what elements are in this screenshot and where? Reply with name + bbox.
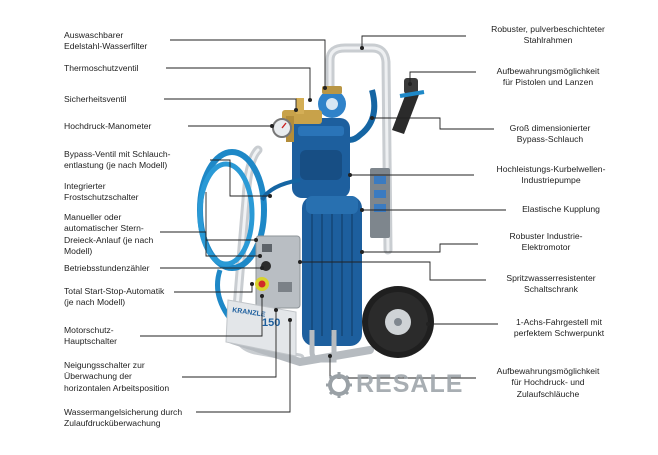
label-line: perfektem Schwerpunkt bbox=[513, 328, 605, 339]
label-line: Integrierter bbox=[64, 181, 106, 191]
leader-filter bbox=[170, 39, 326, 88]
watermark: RESALE bbox=[326, 370, 463, 399]
watermark-text: RESALE bbox=[356, 370, 464, 398]
label-storage1: Aufbewahrungsmöglichkeit für Pistolen un… bbox=[478, 66, 618, 89]
leader-safety bbox=[164, 98, 297, 110]
leader-storage1 bbox=[409, 71, 476, 84]
label-line: Aufbewahrungsmöglichkeit bbox=[496, 366, 600, 376]
label-line: Hauptschalter bbox=[64, 336, 118, 347]
label-line: für Hochdruck- und bbox=[511, 377, 585, 388]
label-line: Wassermangelsicherung durch bbox=[64, 407, 183, 417]
label-line: Aufbewahrungsmöglichkeit bbox=[496, 66, 600, 76]
label-mainswitch: Motorschutz- Hauptschalter bbox=[64, 325, 117, 348]
label-line: Sicherheitsventil bbox=[64, 94, 127, 104]
label-motor: Robuster Industrie- Elektromotor bbox=[480, 231, 612, 254]
leader-waterlack bbox=[196, 320, 291, 413]
label-line: Total Start-Stop-Automatik bbox=[64, 286, 165, 296]
label-hours: Betriebsstundenzähler bbox=[64, 263, 150, 274]
label-thermo: Thermoschutzventil bbox=[64, 63, 139, 74]
leader-thermo bbox=[166, 67, 311, 100]
leader-dots bbox=[250, 46, 430, 358]
label-line: Auswaschbarer bbox=[64, 30, 124, 40]
leader-cabinet bbox=[300, 261, 486, 281]
label-autostop: Total Start-Stop-Automatik (je nach Mode… bbox=[64, 286, 164, 309]
label-bypasshose: Groß dimensionierter Bypass-Schlauch bbox=[494, 123, 606, 146]
label-line: Zulaufschläuche bbox=[516, 388, 580, 399]
leader-motor bbox=[362, 243, 478, 253]
label-line: Motorschutz- bbox=[64, 325, 114, 335]
side-panel bbox=[370, 168, 390, 238]
label-pump: Hochleistungs-Kurbelwellen- Industriepum… bbox=[476, 164, 626, 187]
label-tilt: Neigungsschalter zur Überwachung der hor… bbox=[64, 360, 169, 394]
label-coupling: Elastische Kupplung bbox=[508, 204, 614, 215]
label-line: 1-Achs-Fahrgestell mit bbox=[516, 317, 602, 327]
leader-mainswitch bbox=[140, 296, 263, 337]
label-line: Schaltschrank bbox=[524, 284, 578, 295]
gear-icon bbox=[326, 371, 352, 398]
spray-gun bbox=[392, 88, 420, 134]
label-frame: Robuster, pulverbeschichteter Stahlrahme… bbox=[468, 24, 628, 47]
label-line: Manueller oder bbox=[64, 212, 122, 222]
label-line: Neigungsschalter zur bbox=[64, 360, 145, 370]
label-safety: Sicherheitsventil bbox=[64, 94, 127, 105]
brand-mark: KRANZLE bbox=[232, 307, 266, 319]
label-chassis: 1-Achs-Fahrgestell mit perfektem Schwerp… bbox=[498, 317, 620, 340]
label-line: Elektromotor bbox=[521, 242, 571, 253]
leader-storage2 bbox=[329, 356, 476, 379]
label-line: Hochleistungs-Kurbelwellen- bbox=[496, 164, 606, 174]
label-line: automatischer Stern- bbox=[64, 223, 144, 234]
label-line: Elastische Kupplung bbox=[522, 204, 600, 214]
leader-star bbox=[160, 231, 260, 257]
label-frost: Integrierter Frostschutzschalter bbox=[64, 181, 139, 204]
label-star: Manueller oder automatischer Stern- Drei… bbox=[64, 212, 153, 258]
label-line: entlastung (je nach Modell) bbox=[64, 160, 168, 171]
label-line: Stahlrahmen bbox=[523, 35, 573, 46]
label-line: Modell) bbox=[64, 246, 93, 257]
label-filter: Auswaschbarer Edelstahl-Wasserfilter bbox=[64, 30, 147, 53]
label-line: für Pistolen und Lanzen bbox=[502, 77, 594, 88]
label-line: Edelstahl-Wasserfilter bbox=[64, 41, 148, 52]
label-line: Groß dimensionierter bbox=[509, 123, 591, 133]
label-line: Bypass-Schlauch bbox=[516, 134, 584, 145]
front-shroud bbox=[225, 299, 297, 357]
label-line: Zulaufdrucküberwachung bbox=[64, 418, 161, 429]
label-line: Betriebsstundenzähler bbox=[64, 263, 150, 273]
label-line: Robuster, pulverbeschichteter bbox=[491, 24, 605, 34]
label-line: Hochdruck-Manometer bbox=[64, 121, 152, 131]
label-cabinet: Spritzwasserresistenter Schaltschrank bbox=[488, 273, 614, 296]
label-waterlack: Wassermangelsicherung durch Zulaufdruckü… bbox=[64, 407, 182, 430]
label-gauge: Hochdruck-Manometer bbox=[64, 121, 151, 132]
label-storage2: Aufbewahrungsmöglichkeit für Hochdruck- … bbox=[478, 366, 618, 400]
label-bypass: Bypass-Ventil mit Schlauch- entlastung (… bbox=[64, 149, 171, 172]
label-line: Frostschutzschalter bbox=[64, 192, 139, 203]
label-line: Spritzwasserresistenter bbox=[506, 273, 596, 283]
label-line: horizontalen Arbeitsposition bbox=[64, 382, 170, 393]
leader-autostop bbox=[174, 284, 253, 293]
label-line: Thermoschutzventil bbox=[64, 63, 139, 73]
label-line: Industriepumpe bbox=[521, 175, 581, 186]
label-line: Dreieck-Anlauf (je nach bbox=[64, 234, 154, 245]
leader-tilt bbox=[182, 310, 277, 378]
leader-frame bbox=[361, 35, 466, 48]
label-line: Überwachung der bbox=[64, 371, 132, 382]
label-line: (je nach Modell) bbox=[64, 297, 126, 308]
leader-lines bbox=[140, 35, 506, 413]
hose-hook bbox=[309, 330, 337, 363]
model-number: 150 bbox=[262, 317, 280, 329]
leader-bypasshose bbox=[372, 117, 494, 130]
label-line: Robuster Industrie- bbox=[509, 231, 583, 241]
leader-bypass bbox=[210, 159, 270, 197]
label-line: Bypass-Ventil mit Schlauch- bbox=[64, 149, 171, 159]
